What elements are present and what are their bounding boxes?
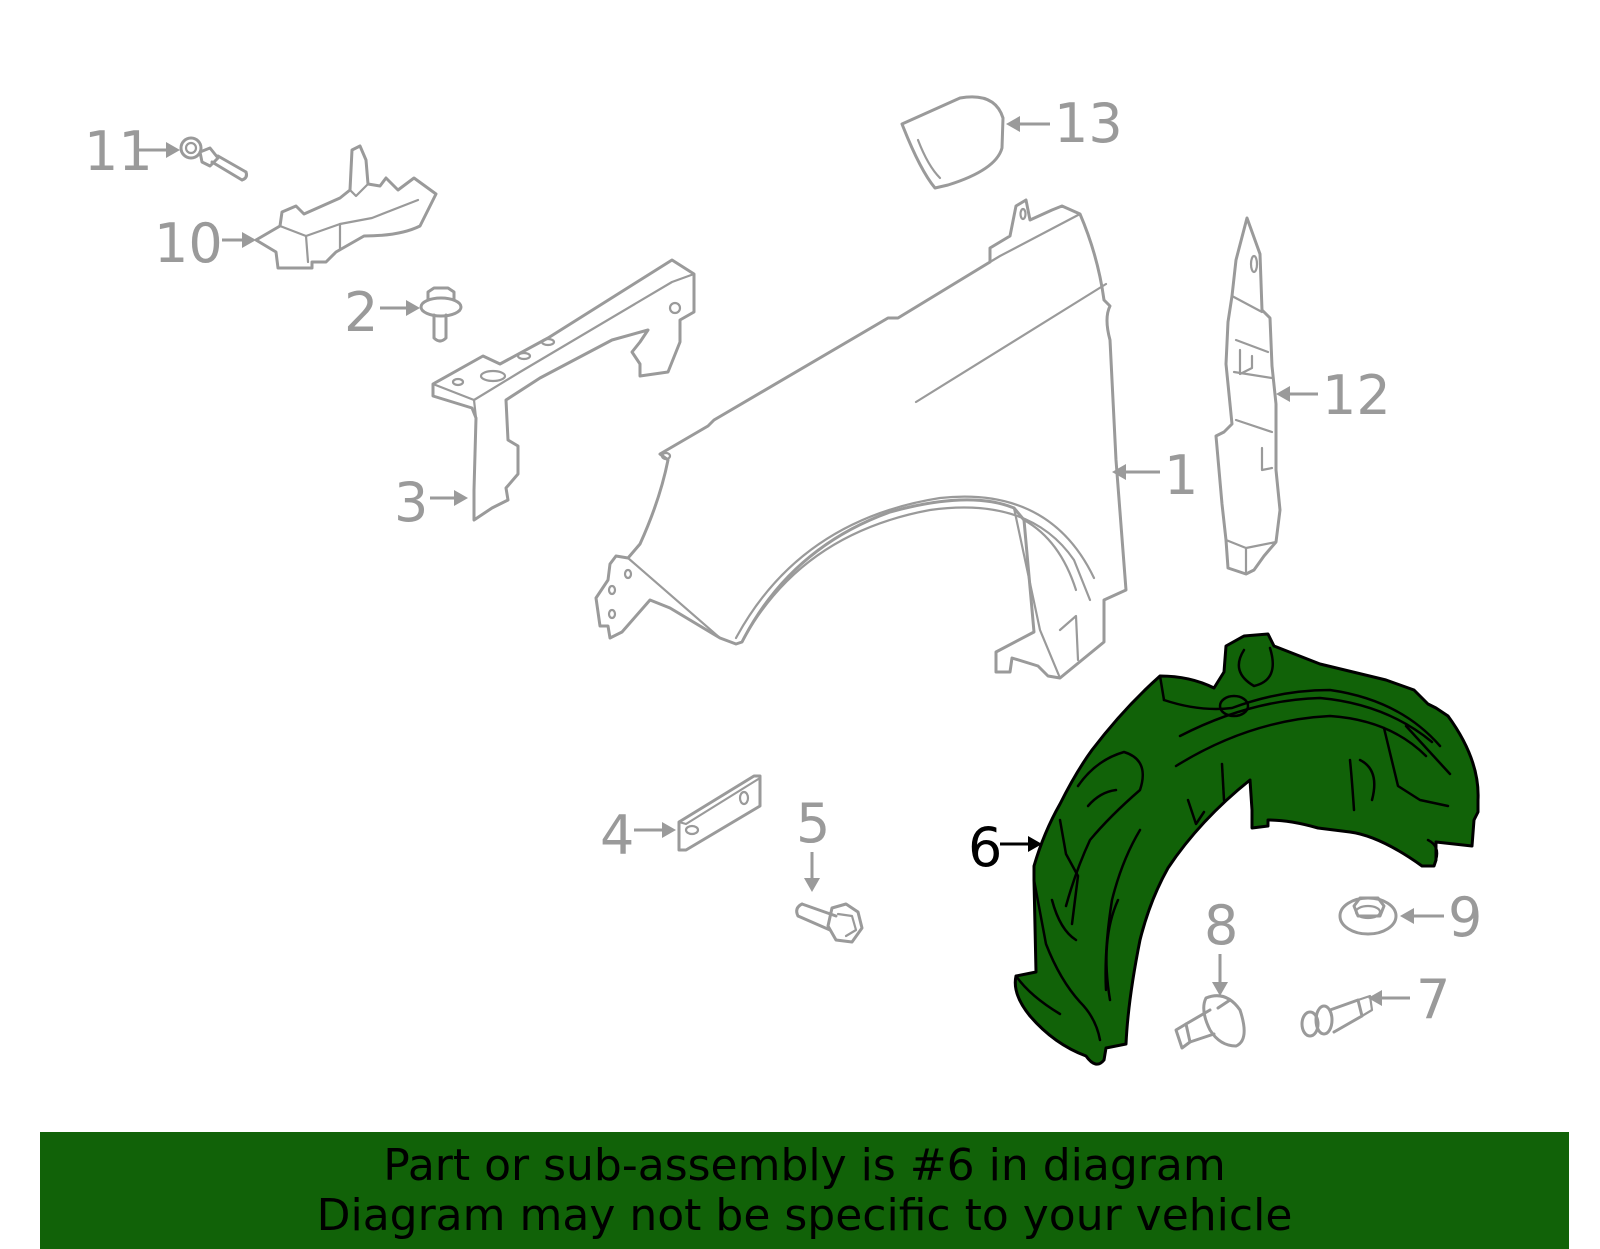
callout-8: 8 <box>1204 894 1238 996</box>
callout-6: 6 <box>968 816 1042 879</box>
svg-text:13: 13 <box>1054 92 1123 155</box>
callout-5: 5 <box>796 792 830 892</box>
callout-12: 12 <box>1276 364 1391 427</box>
part-1-fender <box>594 198 1128 680</box>
part-9-nut <box>1338 896 1398 936</box>
callout-13: 13 <box>1006 92 1123 155</box>
svg-text:3: 3 <box>394 471 428 534</box>
banner-line-1: Part or sub-assembly is #6 in diagram <box>383 1139 1226 1191</box>
part-5-bolt <box>795 902 864 944</box>
callout-1: 1 <box>1112 444 1198 507</box>
svg-text:12: 12 <box>1322 364 1391 427</box>
part-12-panel <box>1214 216 1282 576</box>
part-7-clip <box>1300 994 1374 1038</box>
info-banner: Part or sub-assembly is #6 in diagram Di… <box>40 1132 1569 1249</box>
svg-text:7: 7 <box>1416 968 1450 1031</box>
callout-10: 10 <box>154 212 256 275</box>
svg-text:10: 10 <box>154 212 223 275</box>
svg-text:1: 1 <box>1164 444 1198 507</box>
part-13-cap <box>900 95 1005 190</box>
svg-text:8: 8 <box>1204 894 1238 957</box>
part-3-bracket <box>431 258 696 522</box>
part-4-plate <box>677 774 762 852</box>
svg-text:6: 6 <box>968 816 1002 879</box>
part-8-pin <box>1174 994 1246 1050</box>
svg-text:5: 5 <box>796 792 830 855</box>
part-6-fender-liner <box>1013 632 1480 1066</box>
callout-9: 9 <box>1400 886 1482 949</box>
svg-text:4: 4 <box>600 804 634 867</box>
banner-line-2: Diagram may not be specific to your vehi… <box>316 1189 1293 1241</box>
callout-4: 4 <box>600 804 676 867</box>
part-10-bracket <box>254 144 438 270</box>
part-11-bolt <box>179 136 248 182</box>
callout-11: 11 <box>84 120 180 183</box>
part-2-bolt <box>419 286 463 343</box>
svg-text:2: 2 <box>344 281 378 344</box>
callout-3: 3 <box>394 471 468 534</box>
callout-7: 7 <box>1368 968 1450 1031</box>
svg-text:9: 9 <box>1448 886 1482 949</box>
callout-2: 2 <box>344 281 420 344</box>
